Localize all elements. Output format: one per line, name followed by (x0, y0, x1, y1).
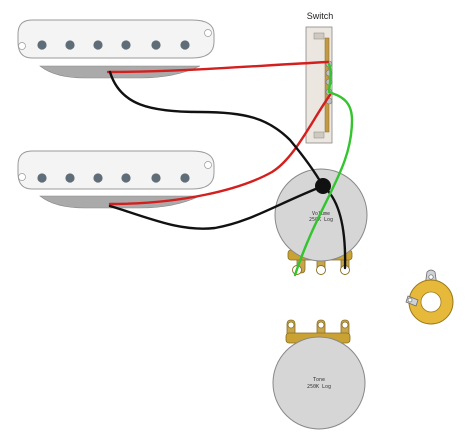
bridge-pickup (17, 150, 215, 209)
switch-wire (293, 62, 354, 277)
tone-pot-label: Tone (313, 377, 325, 383)
tone-pot-value: 250K Log (307, 384, 331, 390)
switch-label: Switch (307, 11, 334, 21)
ground-wire-neck (108, 70, 325, 188)
hot-wire-bridge (108, 93, 332, 206)
wires (106, 60, 354, 277)
volume-pot-value: 250K Log (309, 217, 333, 223)
tone-pot: Tone 250K Log (272, 319, 366, 430)
ground-junction (315, 178, 331, 194)
ground-wire-bridge (108, 184, 325, 230)
output-jack (405, 269, 454, 325)
neck-pickup (17, 19, 215, 79)
hot-wire-neck (106, 60, 330, 74)
